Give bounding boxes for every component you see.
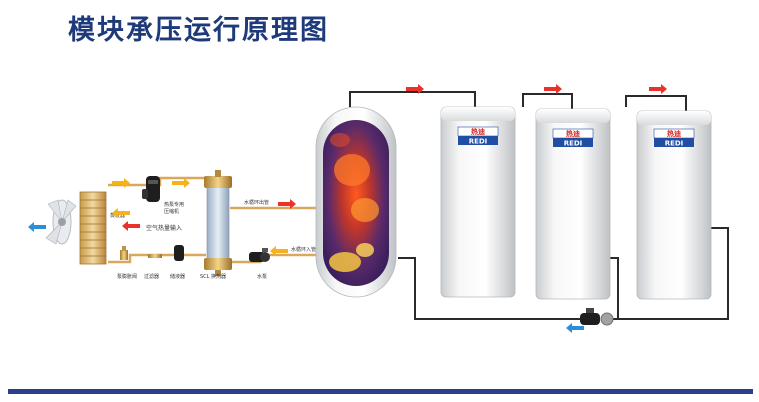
cold-arrow-left-icon — [28, 222, 46, 232]
compressor — [142, 176, 160, 202]
expansion-valve — [120, 246, 128, 260]
label-compressor-line1: 热泵专用 — [164, 201, 184, 208]
label-compressor-line2: 压缩机 — [164, 208, 179, 215]
hot-arrow-left-icon — [122, 221, 140, 231]
pipe-bottom-1 — [398, 257, 585, 320]
brand-cn-2: 热迪 — [566, 129, 580, 138]
pipe-return — [108, 253, 206, 264]
label-heat-exchanger: SCL 换热器 — [200, 273, 226, 280]
brand-cn-1: 热迪 — [471, 127, 485, 136]
label-loop-in: 水循环入管 — [291, 246, 316, 253]
water-pump — [249, 248, 270, 262]
storage-tank-2: 热迪 REDI — [535, 108, 611, 300]
warm-arrow-icon — [112, 178, 130, 188]
flow-arrows — [28, 84, 667, 333]
circulation-pipes — [349, 91, 729, 320]
storage-tank-1: 热迪 REDI — [440, 106, 516, 298]
footer-bar — [8, 389, 753, 394]
warm-arrow-left-icon — [112, 208, 130, 218]
page-title: 模块承压运行原理图 — [68, 15, 329, 46]
pipe-loop-in — [230, 253, 318, 264]
pipe-top-3 — [625, 95, 687, 111]
brand-en-2: REDI — [564, 140, 583, 148]
fan-icon — [45, 199, 77, 245]
filter — [148, 254, 162, 258]
pipe-top-2 — [522, 93, 573, 109]
label-filter: 过滤器 — [144, 273, 159, 280]
warm-arrow-icon — [172, 178, 190, 188]
cold-arrow-left-icon — [566, 323, 584, 333]
evaporator-coil — [79, 191, 107, 265]
pipe-bottom-4 — [612, 227, 729, 320]
scl-heat-exchanger — [204, 170, 232, 276]
brand-cn-3: 热迪 — [667, 129, 681, 138]
hot-arrow-icon — [544, 84, 562, 94]
main-tank — [315, 106, 397, 298]
hot-arrow-icon — [649, 84, 667, 94]
label-water-pump: 水泵 — [257, 273, 267, 280]
hot-arrow-icon — [278, 199, 296, 209]
label-receiver: 储液器 — [170, 273, 185, 280]
label-expansion-valve: 泵膨胀阀 — [117, 273, 137, 280]
hot-arrow-icon — [406, 84, 424, 94]
circulation-pump — [580, 308, 614, 326]
label-loop-out: 水循环出管 — [244, 199, 269, 206]
label-air-heat-input: 空气热量输入 — [146, 224, 182, 232]
pipe-top-1 — [349, 91, 476, 107]
receiver — [174, 245, 184, 261]
brand-en-1: REDI — [469, 138, 488, 146]
warm-arrow-left-icon — [270, 246, 288, 256]
brand-en-3: REDI — [665, 140, 684, 148]
storage-tank-3: 热迪 REDI — [636, 110, 712, 300]
